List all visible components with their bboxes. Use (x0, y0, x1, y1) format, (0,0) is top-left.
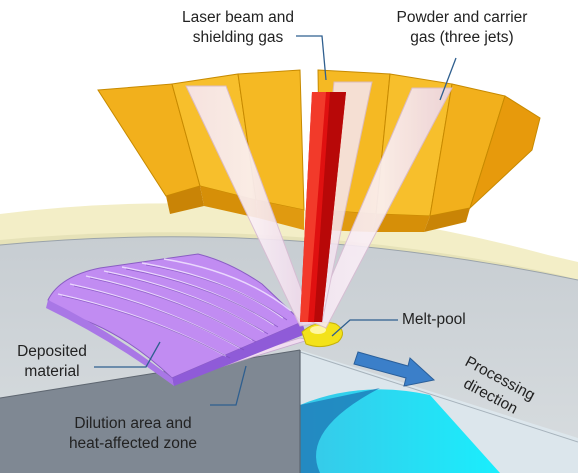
laser-beam-label: Laser beam and shielding gas (158, 8, 318, 48)
melt-pool-label: Melt-pool (402, 310, 466, 330)
substrate-right-face (299, 350, 578, 473)
processing-direction-arrow (353, 351, 436, 387)
leader-lines (94, 35, 457, 406)
deposited-material (46, 253, 306, 386)
laser-beam (300, 92, 346, 322)
laser-beam-label-line1: Laser beam and (181, 9, 295, 26)
deposited-material-label-line2: material (24, 363, 80, 380)
laser-beam-label-line2: shielding gas (192, 29, 284, 46)
deposited-material-label-line1: Deposited (17, 343, 87, 360)
powder-jets-label-line1: Powder and carrier (396, 9, 528, 26)
deposited-material-label: Deposited material (2, 342, 102, 382)
cylinder-section (300, 389, 500, 473)
powder-jets-label-line2: gas (three jets) (410, 29, 514, 46)
dilution-zone-label-line1: Dilution area and (74, 415, 192, 432)
melt-pool-label-text: Melt-pool (402, 311, 466, 328)
dilution-zone-label-line2: heat-affected zone (68, 435, 198, 452)
dilution-zone-label: Dilution area and heat-affected zone (50, 414, 216, 454)
powder-jets-label: Powder and carrier gas (three jets) (372, 8, 552, 48)
